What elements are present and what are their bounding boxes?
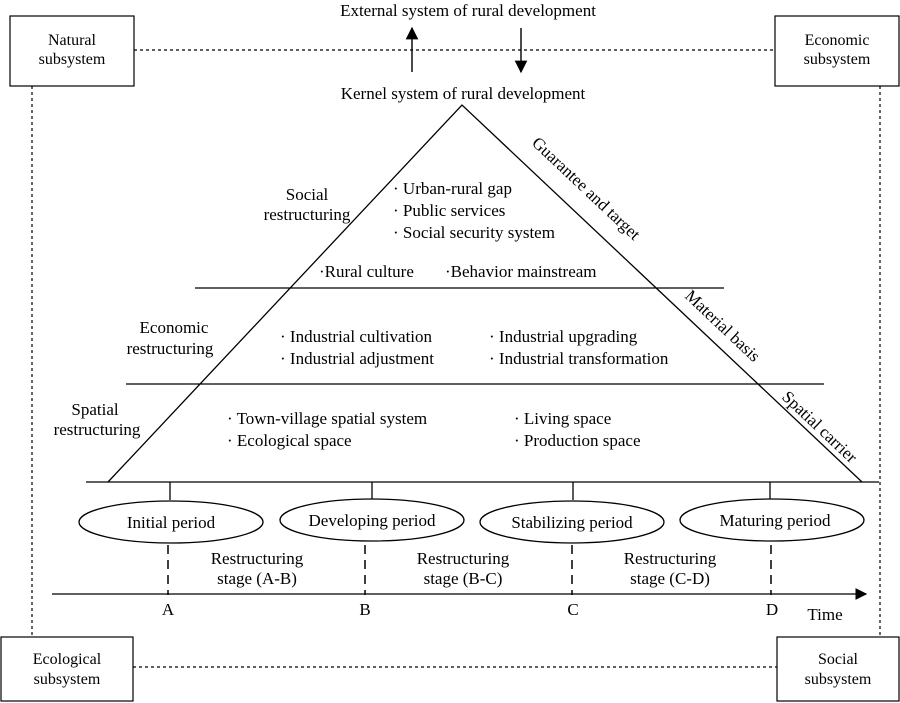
natural-subsystem-line1: Natural bbox=[48, 32, 97, 49]
ecological-subsystem-line2: subsystem bbox=[34, 671, 101, 688]
period-developing: Developing period bbox=[279, 498, 465, 542]
stage-ab-label-1: Restructuring bbox=[211, 549, 304, 568]
economic-subsystem-line1: Economic bbox=[805, 32, 870, 49]
spatial-item-production-space: · Production space bbox=[514, 431, 641, 450]
social-subsystem-line1: Social bbox=[818, 651, 859, 668]
period-maturing-label: Maturing period bbox=[720, 511, 831, 530]
axis-point-c: C bbox=[567, 600, 578, 619]
spatial-restructuring-label-1: Spatial bbox=[71, 400, 118, 419]
material-basis-label: Material basis bbox=[681, 286, 764, 366]
economic-item-industrial-adjustment: · Industrial adjustment bbox=[280, 349, 434, 368]
spatial-item-ecological-space: · Ecological space bbox=[227, 431, 352, 450]
ecological-subsystem-line1: Ecological bbox=[33, 651, 102, 668]
social-item-urban-rural-gap: · Urban-rural gap bbox=[393, 179, 512, 198]
social-item-behavior-mainstream: ·Behavior mainstream bbox=[445, 262, 597, 281]
kernel-system-label: Kernel system of rural development bbox=[341, 84, 586, 103]
stage-markers bbox=[167, 545, 772, 595]
natural-subsystem-box: Natural subsystem bbox=[9, 15, 135, 87]
economic-restructuring-label-1: Economic bbox=[140, 318, 209, 337]
social-restructuring-label-1: Social bbox=[286, 185, 329, 204]
external-system-label: External system of rural development bbox=[340, 1, 596, 20]
ecological-subsystem-box: Ecological subsystem bbox=[0, 636, 134, 702]
spatial-item-living-space: · Living space bbox=[514, 409, 611, 428]
stage-bc-label-1: Restructuring bbox=[417, 549, 510, 568]
economic-subsystem-line2: subsystem bbox=[804, 51, 871, 68]
social-restructuring-label-2: restructuring bbox=[264, 205, 351, 224]
time-axis-label: Time bbox=[807, 605, 842, 624]
stage-bc-label-2: stage (B-C) bbox=[424, 569, 503, 588]
axis-point-d: D bbox=[766, 600, 778, 619]
dashed-frame bbox=[31, 49, 881, 668]
period-initial-label: Initial period bbox=[127, 513, 216, 532]
spatial-item-town-village: · Town-village spatial system bbox=[227, 409, 427, 428]
social-item-social-security: · Social security system bbox=[393, 223, 555, 242]
economic-subsystem-box: Economic subsystem bbox=[774, 15, 900, 87]
period-stabilizing-label: Stabilizing period bbox=[511, 513, 633, 532]
spatial-restructuring-label-2: restructuring bbox=[54, 420, 141, 439]
pyramid bbox=[107, 104, 863, 483]
stage-cd-label-2: stage (C-D) bbox=[630, 569, 710, 588]
period-initial: Initial period bbox=[78, 500, 264, 544]
period-maturing: Maturing period bbox=[679, 498, 865, 542]
economic-item-industrial-cultivation: · Industrial cultivation bbox=[280, 327, 433, 346]
period-developing-label: Developing period bbox=[309, 511, 436, 530]
social-subsystem-line2: subsystem bbox=[805, 671, 872, 688]
spatial-carrier-label: Spatial carrier bbox=[778, 387, 861, 467]
period-stabilizing: Stabilizing period bbox=[479, 500, 665, 544]
axis-point-a: A bbox=[162, 600, 175, 619]
stage-ab-label-2: stage (A-B) bbox=[217, 569, 297, 588]
natural-subsystem-line2: subsystem bbox=[39, 51, 106, 68]
period-connectors bbox=[169, 482, 771, 500]
economic-item-industrial-upgrading: · Industrial upgrading bbox=[489, 327, 638, 346]
economic-item-industrial-transformation: · Industrial transformation bbox=[489, 349, 669, 368]
social-subsystem-box: Social subsystem bbox=[776, 636, 900, 702]
social-item-rural-culture: ·Rural culture bbox=[319, 262, 414, 281]
social-item-public-services: · Public services bbox=[393, 201, 505, 220]
axis-point-b: B bbox=[359, 600, 370, 619]
stage-cd-label-1: Restructuring bbox=[624, 549, 717, 568]
economic-restructuring-label-2: restructuring bbox=[127, 339, 214, 358]
